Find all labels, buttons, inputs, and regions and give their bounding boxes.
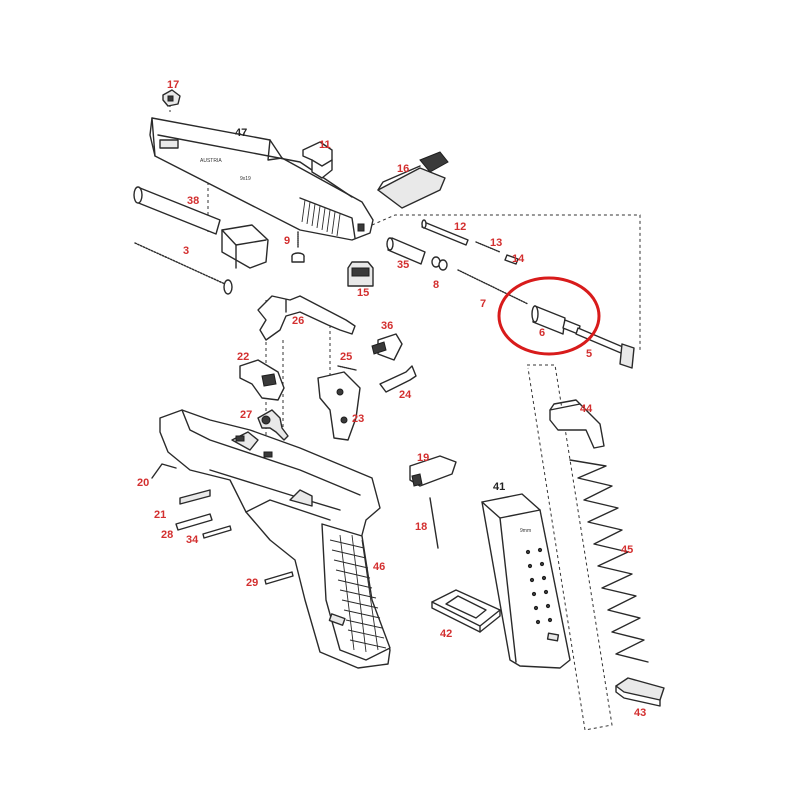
part-magazine: 9mm (481, 493, 571, 669)
label-20: 20 (137, 477, 149, 489)
label-38: 38 (187, 195, 199, 207)
label-7: 7 (480, 298, 486, 310)
label-34: 34 (186, 534, 199, 546)
label-19: 19 (417, 452, 429, 464)
part-labels: 17 47 11 16 38 12 13 14 9 3 35 8 15 7 6 … (137, 79, 646, 719)
part-mag-catch-spring (429, 497, 439, 549)
label-12: 12 (454, 221, 466, 233)
label-5: 5 (586, 348, 592, 360)
part-trigger-spring (337, 365, 357, 371)
label-25: 25 (340, 351, 352, 363)
part-firing-pin (421, 219, 469, 246)
label-47: 47 (235, 127, 247, 139)
part-trigger-bar (257, 295, 356, 341)
part-housing (239, 359, 285, 401)
label-13: 13 (490, 237, 502, 249)
label-36: 36 (381, 320, 393, 332)
slide-engraving-caliber: 9x19 (240, 176, 251, 182)
part-spring-wire (151, 463, 177, 479)
part-guide-rod (562, 319, 635, 369)
label-6: 6 (539, 327, 545, 339)
label-41: 41 (493, 481, 505, 493)
label-9: 9 (284, 235, 290, 247)
part-pin-34 (202, 525, 232, 539)
label-26: 26 (292, 315, 304, 327)
label-27: 27 (240, 409, 252, 421)
part-locking-block (317, 371, 361, 441)
part-trigger (257, 409, 289, 441)
part-pin-29 (264, 571, 294, 585)
label-21: 21 (154, 509, 166, 521)
part-firing-pin-spring (475, 241, 501, 253)
label-3: 3 (183, 245, 189, 257)
label-42: 42 (440, 628, 452, 640)
label-17: 17 (167, 79, 179, 91)
label-18: 18 (415, 521, 427, 533)
label-11: 11 (319, 139, 331, 151)
label-29: 29 (246, 577, 258, 589)
label-44: 44 (580, 403, 593, 415)
part-pin-28 (175, 513, 213, 531)
label-43: 43 (634, 707, 646, 719)
magazine-engraving: 9mm (520, 528, 531, 534)
highlight-circle (497, 276, 601, 356)
part-barrel (133, 186, 269, 269)
part-spring-cups (431, 256, 448, 271)
label-14: 14 (512, 253, 525, 265)
slide-engraving-model: AUSTRIA (200, 158, 222, 164)
part-slide-stop (371, 333, 403, 361)
part-bearing (531, 305, 566, 335)
label-28: 28 (161, 529, 173, 541)
part-recoil-spring (134, 242, 233, 295)
frame-logo (328, 613, 346, 626)
part-rear-sight (162, 89, 181, 107)
label-15: 15 (357, 287, 369, 299)
part-floor-plate (431, 589, 501, 633)
part-cover-plate (347, 261, 374, 287)
part-slide-lock (379, 365, 417, 393)
part-extractor (302, 141, 333, 179)
part-sleeve (386, 237, 426, 265)
label-16: 16 (397, 163, 409, 175)
label-23: 23 (352, 413, 364, 425)
part-9-pin (291, 231, 305, 263)
part-guide-spring (457, 269, 529, 305)
part-frame (159, 409, 391, 669)
part-slide: AUSTRIA 9x19 (149, 117, 374, 241)
frame-grip-texture (329, 534, 387, 653)
label-8: 8 (433, 279, 439, 291)
label-45: 45 (621, 544, 633, 556)
label-24: 24 (399, 389, 412, 401)
part-pin-21 (179, 489, 211, 505)
magazine-witness-holes (525, 547, 553, 625)
label-46: 46 (373, 561, 385, 573)
part-mag-catch (409, 455, 457, 487)
label-35: 35 (397, 259, 409, 271)
part-magazine-spring (569, 459, 649, 663)
label-22: 22 (237, 351, 249, 363)
part-front-sight (377, 151, 449, 209)
part-spacer-sleeve (504, 254, 519, 265)
part-magazine-insert (615, 677, 665, 707)
slide-serrations (301, 199, 341, 237)
slide-logo-plate (159, 139, 179, 149)
part-follower (549, 399, 605, 449)
